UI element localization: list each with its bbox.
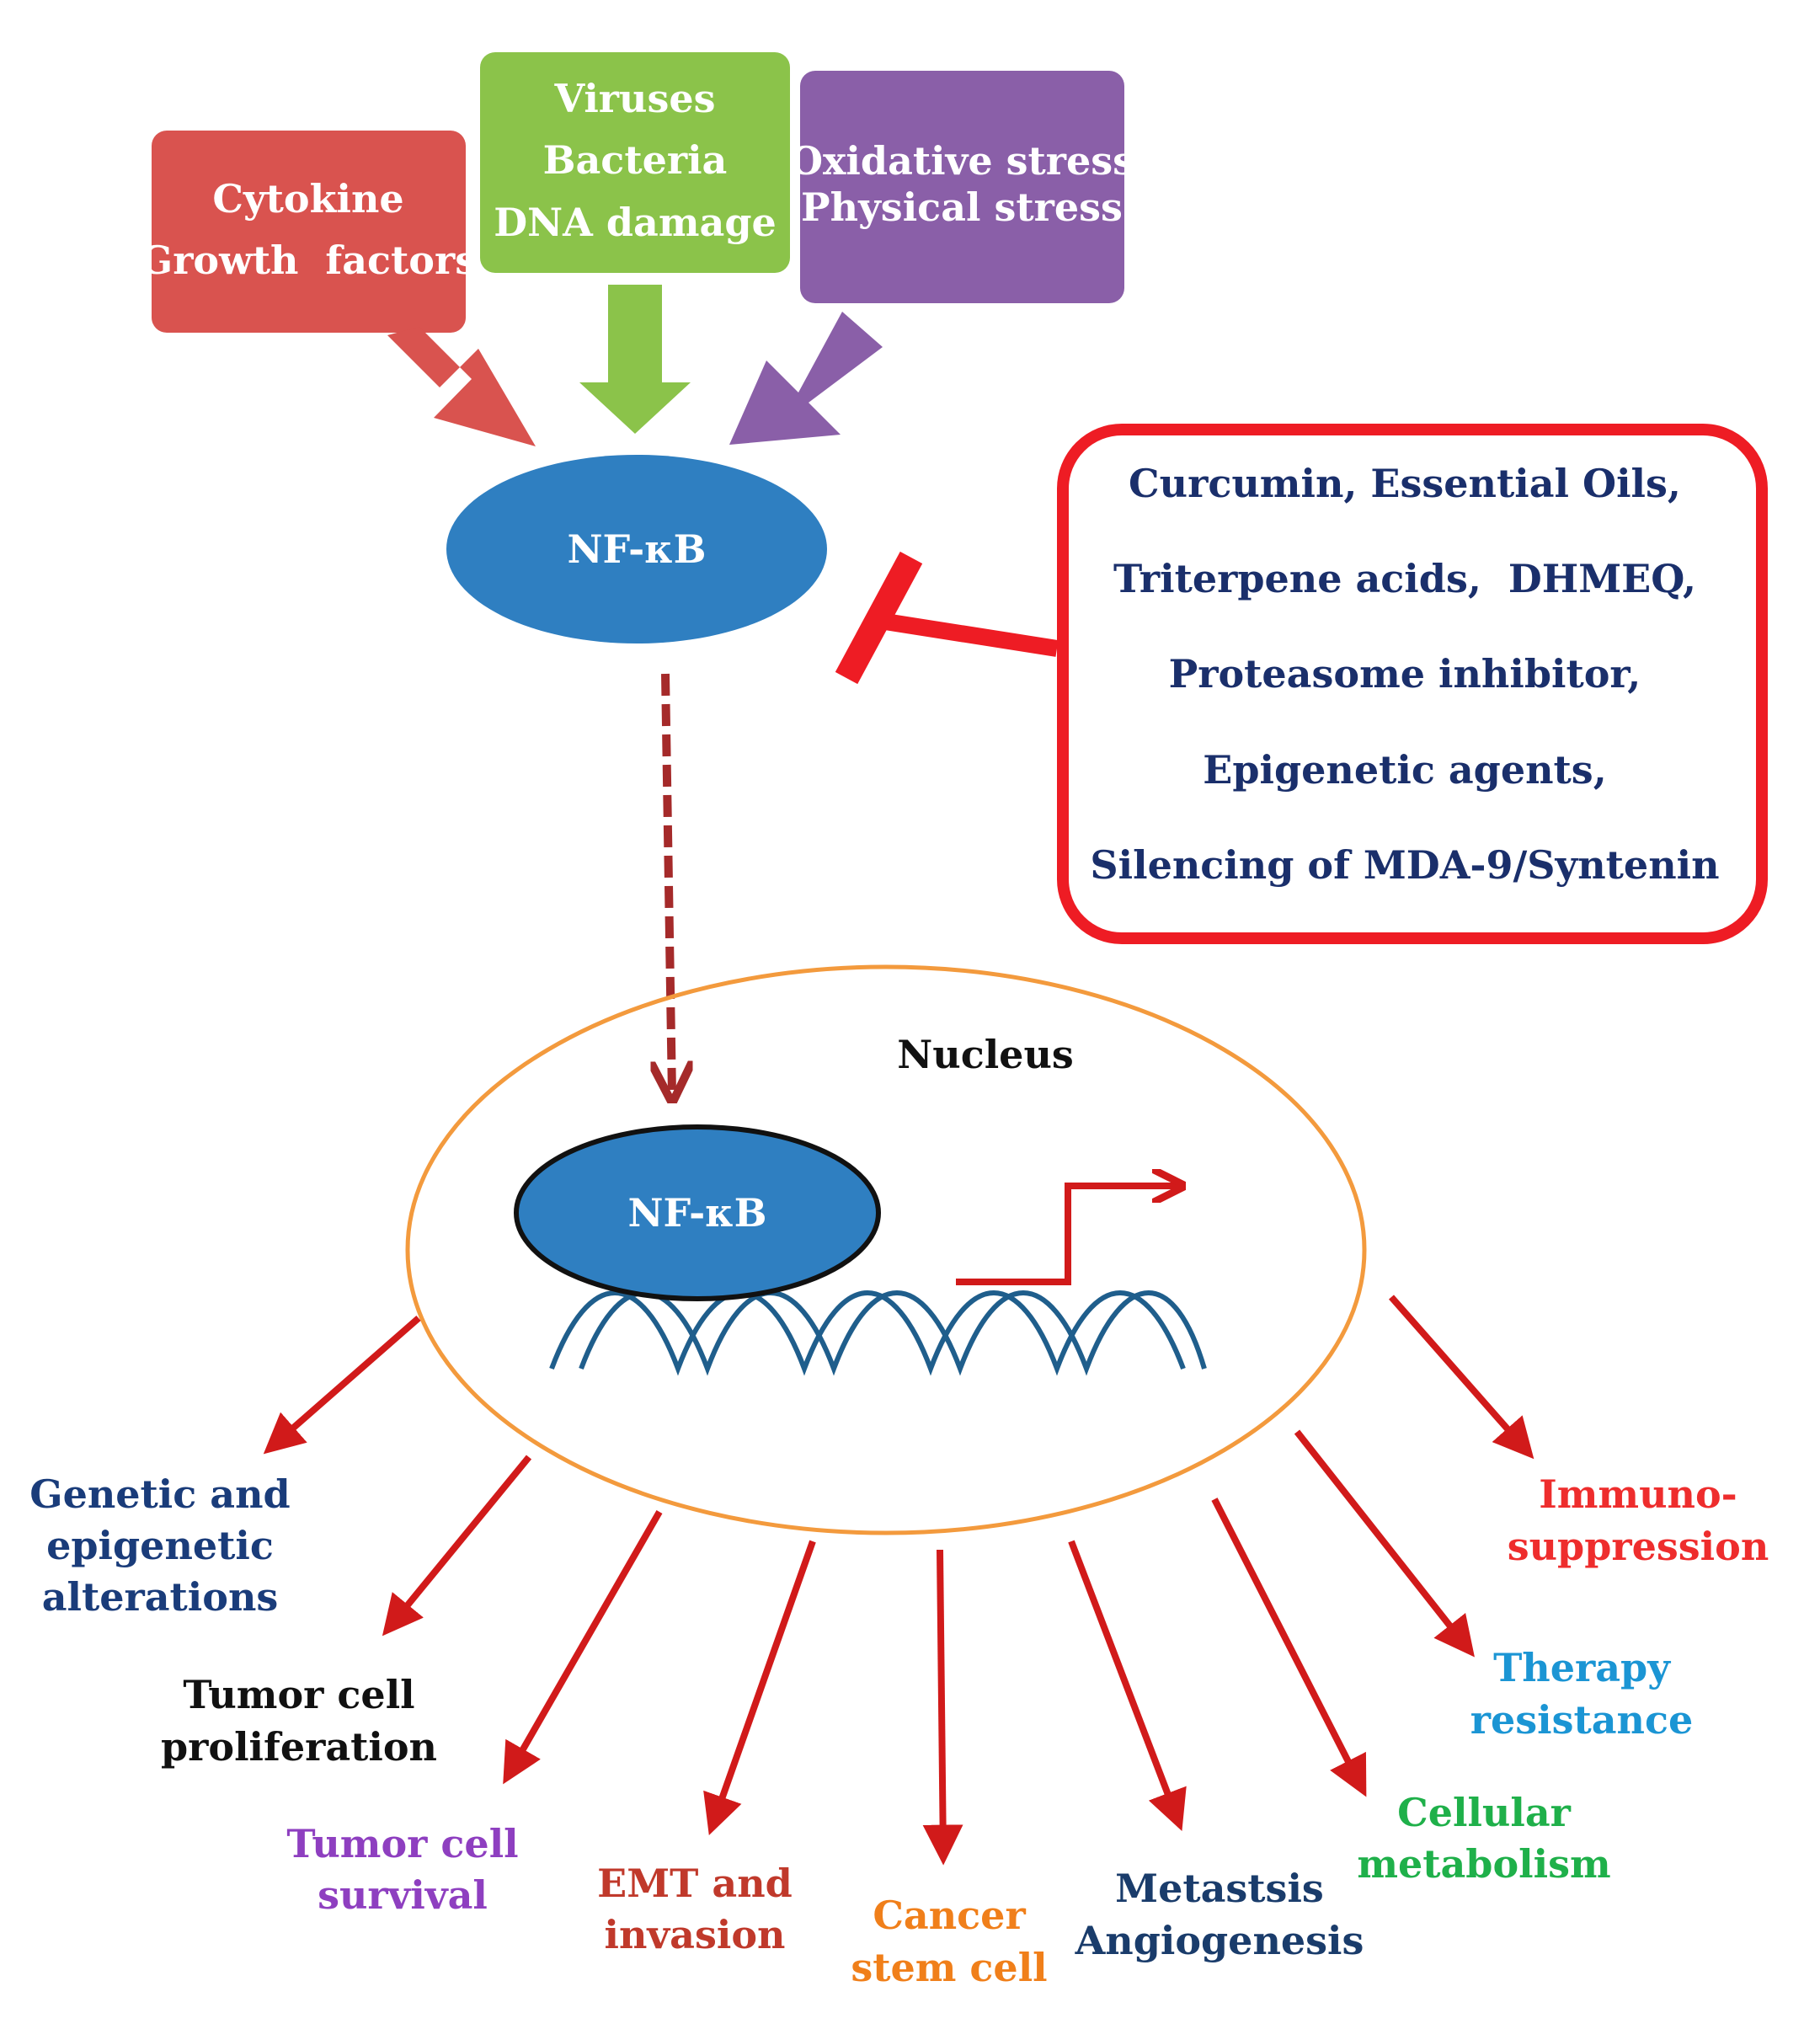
outcome-arrow-proliferation bbox=[382, 1455, 532, 1637]
outcome-genetic-line2: epigenetic bbox=[46, 1523, 274, 1568]
outcome-survival-line1: Tumor cell bbox=[286, 1821, 518, 1866]
outcome-emt-line2: invasion bbox=[605, 1912, 786, 1957]
outcome-therapy-line2: resistance bbox=[1470, 1697, 1694, 1743]
block-arrow-viruses bbox=[579, 285, 691, 434]
stimulus-oxidative-line1: Oxidative stress bbox=[789, 138, 1134, 184]
dna-strand-2 bbox=[579, 1290, 1207, 1376]
outcome-proliferation-line1: Tumor cell bbox=[183, 1672, 414, 1717]
inhibitor-line-5: Silencing of MDA-9/Syntenin bbox=[1090, 842, 1719, 888]
outcome-genetic-line1: Genetic and bbox=[29, 1471, 290, 1517]
outcome-metastasis-line2: Angiogenesis bbox=[1075, 1918, 1364, 1963]
outcome-metabolism-line2: metabolism bbox=[1357, 1841, 1610, 1887]
outcome-immuno-line2: suppression bbox=[1508, 1524, 1769, 1569]
nucleus-ellipse bbox=[405, 964, 1367, 1535]
outcome-arrow-genetic bbox=[263, 1315, 421, 1455]
outcome-arrow-emt bbox=[703, 1540, 816, 1836]
outcome-metabolism-line1: Cellular bbox=[1397, 1790, 1572, 1835]
inhibition-line bbox=[867, 611, 1059, 657]
outcome-survival-line2: survival bbox=[318, 1872, 488, 1918]
stimulus-cytokine-line2: Growth factors bbox=[140, 238, 477, 283]
outcome-arrow-metastasis bbox=[1068, 1540, 1187, 1831]
nfkb-nucleus-label: NF-κB bbox=[627, 1190, 766, 1236]
stimulus-box-viruses bbox=[480, 52, 790, 273]
transcription-start-arrow bbox=[956, 1186, 1179, 1285]
inhibition-bar bbox=[835, 551, 923, 685]
outcome-emt-line1: EMT and bbox=[597, 1861, 793, 1906]
inhibitor-box bbox=[1057, 424, 1768, 944]
block-arrow-cytokine bbox=[387, 327, 536, 446]
outcome-arrow-metabolism bbox=[1211, 1498, 1367, 1797]
outcome-immuno-line1: Immuno- bbox=[1539, 1471, 1737, 1517]
inhibitor-line-1: Curcumin, Essential Oils, bbox=[1129, 461, 1681, 506]
inhibitor-line-2: Triterpene acids, DHMEQ, bbox=[1113, 556, 1696, 601]
stimulus-viruses-line3: DNA damage bbox=[494, 200, 777, 245]
outcome-genetic-line3: alterations bbox=[42, 1574, 279, 1620]
inhibitor-line-4: Epigenetic agents, bbox=[1203, 747, 1606, 793]
stimulus-cytokine-line1: Cytokine bbox=[212, 176, 403, 222]
nfkb-cytoplasm-label: NF-κB bbox=[567, 526, 706, 572]
nfkb-nucleus-ellipse bbox=[514, 1124, 881, 1301]
outcome-stem-line2: stem cell bbox=[851, 1945, 1047, 1990]
translocation-arrow bbox=[665, 673, 672, 1095]
outcome-arrow-therapy bbox=[1294, 1429, 1475, 1658]
block-arrow-oxidative bbox=[729, 312, 883, 445]
outcome-arrow-stem bbox=[922, 1549, 963, 1866]
outcome-proliferation-line2: proliferation bbox=[161, 1724, 437, 1770]
outcome-arrows bbox=[263, 1295, 1534, 1866]
stimulus-viruses-line1: Viruses bbox=[553, 76, 715, 121]
outcome-metastasis-line1: Metastsis bbox=[1115, 1866, 1324, 1911]
stimulus-box-oxidative bbox=[800, 71, 1124, 303]
nucleus-label: Nucleus bbox=[897, 1032, 1074, 1077]
outcome-arrow-immuno bbox=[1388, 1295, 1534, 1460]
outcome-therapy-line1: Therapy bbox=[1493, 1645, 1671, 1690]
outcome-arrow-survival bbox=[503, 1510, 663, 1785]
stimulus-oxidative-line2: Physical stress bbox=[801, 184, 1123, 230]
outcome-stem-line1: Cancer bbox=[873, 1893, 1026, 1938]
stimulus-box-cytokine bbox=[152, 131, 466, 333]
inhibitor-line-3: Proteasome inhibitor, bbox=[1169, 651, 1641, 697]
stimulus-viruses-line2: Bacteria bbox=[543, 137, 728, 183]
nfkb-cytoplasm-ellipse bbox=[446, 455, 827, 643]
